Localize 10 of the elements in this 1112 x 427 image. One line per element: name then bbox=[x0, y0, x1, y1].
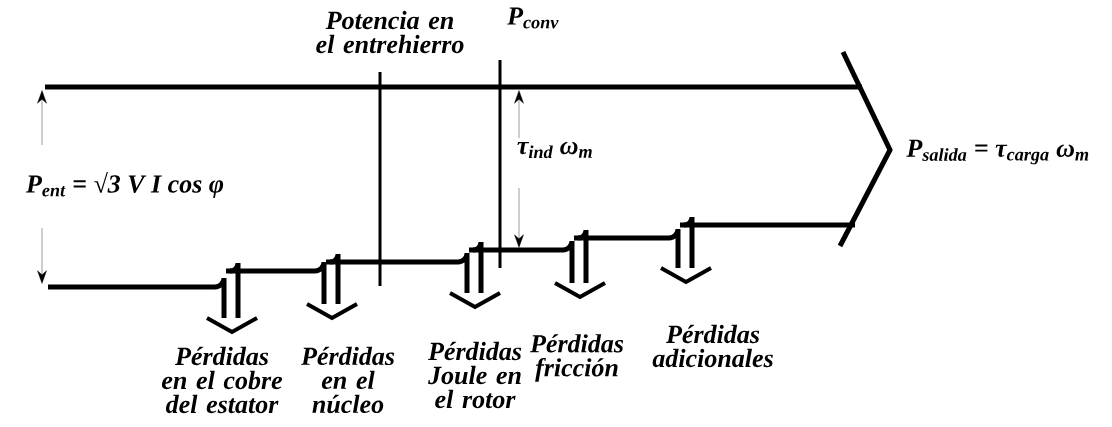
power-formula: P$_{ent}$ = √3 V I cos φ bbox=[25, 171, 224, 199]
loss-label: Pérdidas en el cobre del estator bbox=[161, 346, 283, 414]
loss-label: Pérdidas adicionales bbox=[652, 324, 773, 368]
loss-label: Pérdidas fricción bbox=[530, 334, 624, 382]
section-label: Potencia en el entrehierro bbox=[316, 10, 464, 54]
section-label: P$_{conv}$ bbox=[507, 7, 559, 29]
loss-label: Pérdidas en el núcleo bbox=[301, 346, 395, 414]
loss-label: Pérdidas Joule en el rotor bbox=[428, 341, 522, 409]
power-formula: P$_{salida}$ = τ$_{carga}$ ω$_{m}$ bbox=[906, 139, 1089, 165]
power-formula: τ$_{ind}$ ω$_{m}$ bbox=[517, 141, 592, 159]
